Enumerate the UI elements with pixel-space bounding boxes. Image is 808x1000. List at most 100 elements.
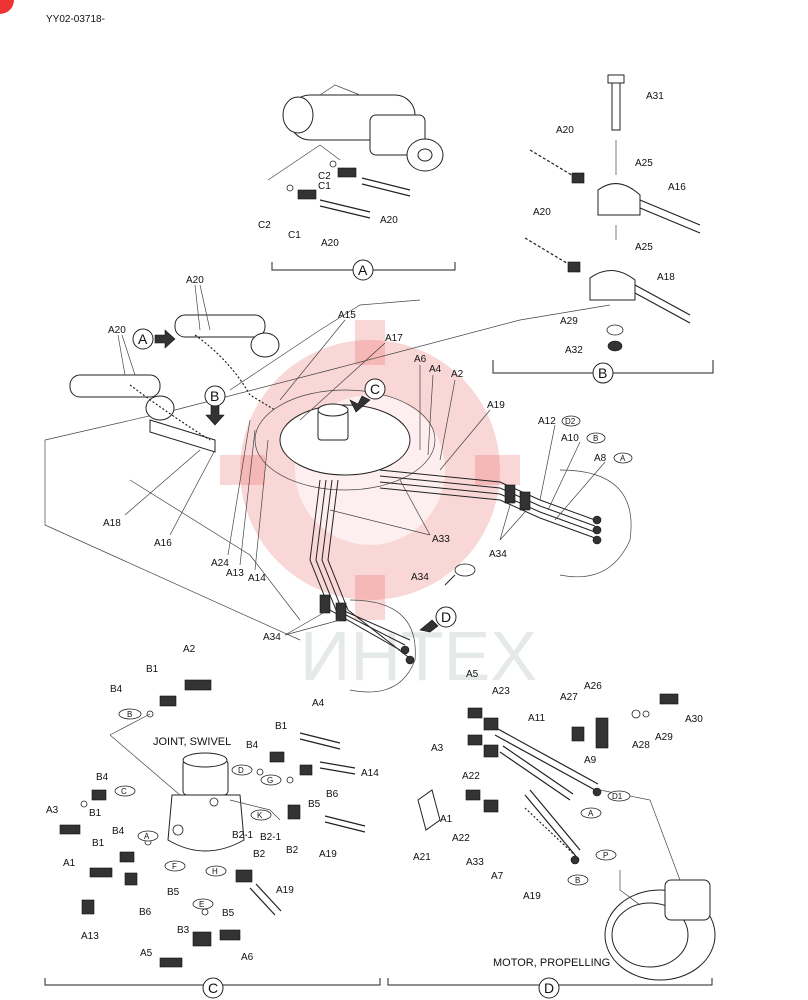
label-a18-main: A18 [103,518,121,529]
main-marker-a: A [138,331,148,347]
label-a4-main: A4 [429,364,442,375]
label-a14-vc: A14 [361,768,379,779]
main-marker-c: C [370,381,380,397]
port-b-main: B [593,434,598,443]
label-a1-vc: A1 [63,858,76,869]
view-b-marker: B [598,365,607,381]
label-a9: A9 [584,755,597,766]
port-f: F [172,862,177,871]
label-a18-vb: A18 [657,272,675,283]
title-joint-swivel: JOINT, SWIVEL [153,736,231,748]
label-c2-top: C2 [318,171,331,182]
label-b2-vc2: B2 [253,849,266,860]
label-b6-vc2: B6 [139,907,152,918]
label-b1-vc3: B1 [89,808,102,819]
label-a5-vd: A5 [466,669,479,680]
label-c2-bottom: C2 [258,220,271,231]
port-g: G [267,776,273,785]
label-a14-main: A14 [248,573,266,584]
label-a30: A30 [685,714,703,725]
label-a17: A17 [385,333,403,344]
label-b5-vc3: B5 [222,908,235,919]
label-a5-vc: A5 [140,948,153,959]
label-a22-vd2: A22 [452,833,470,844]
label-a13-main: A13 [226,568,244,579]
label-a16-vb: A16 [668,182,686,193]
label-a1-vd: A1 [440,814,453,825]
label-a20-vb2: A20 [533,207,551,218]
label-b2-1-vc2: B2-1 [260,832,282,843]
port-d1: D1 [612,792,623,801]
label-a6-main: A6 [414,354,427,365]
label-a19-vc1: A19 [319,849,337,860]
port-p: P [603,851,608,860]
label-a31: A31 [646,91,664,102]
view-a-marker: A [358,262,368,278]
main-assembly [44,284,632,693]
port-e: E [199,900,204,909]
label-a2-vc: A2 [183,644,196,655]
watermark-text: ИНТЕХ [300,617,537,695]
label-b1-vc2: B1 [275,721,288,732]
label-b6-vc1: B6 [326,789,339,800]
label-a19-vd: A19 [523,891,541,902]
label-c1-top: C1 [318,181,331,192]
label-b2-vc1: B2 [286,845,299,856]
label-a24: A24 [211,558,229,569]
label-a4-vc: A4 [312,698,325,709]
port-k: K [257,811,263,820]
label-a19-vc2: A19 [276,885,294,896]
label-b4-vc4: B4 [112,826,125,837]
label-a20-va1: A20 [380,215,398,226]
label-a29-vd: A29 [655,732,673,743]
label-a27: A27 [560,692,578,703]
label-a11: A11 [528,713,545,724]
view-d-marker: D [544,980,554,996]
title-motor-propelling: MOTOR, PROPELLING [493,957,610,969]
view-d-detail [387,693,716,986]
label-a6-vc: A6 [241,952,254,963]
corner-badge [0,0,14,14]
label-a29: A29 [560,316,578,327]
label-a20-main2: A20 [108,325,126,336]
label-c1-bottom: C1 [288,230,301,241]
label-a33-vd: A33 [466,857,484,868]
label-a16-main: A16 [154,538,172,549]
label-a23: A23 [492,686,510,697]
label-a2-main: A2 [451,369,464,380]
label-a8: A8 [594,453,607,464]
label-a10: A10 [561,433,579,444]
port-b-vd: B [575,876,580,885]
port-c: C [121,787,127,796]
main-marker-d: D [441,609,451,625]
port-a-main: A [620,454,626,463]
port-d2: D2 [565,417,576,426]
label-a20-vb1: A20 [556,125,574,136]
view-a-detail [267,84,456,271]
label-a34-main2: A34 [411,572,429,583]
port-d: D [238,766,244,775]
port-a-vc: A [144,832,150,841]
label-a13-vc: A13 [81,931,99,942]
label-a19-main: A19 [487,400,505,411]
label-a34-main1: A34 [489,549,507,560]
label-b3: B3 [177,925,190,936]
main-marker-b: B [210,388,219,404]
label-a15: A15 [338,310,356,321]
label-b4-vc1: B4 [110,684,123,695]
label-a33-main: A33 [432,534,450,545]
label-a7: A7 [491,871,504,882]
label-b4-vc3: B4 [96,772,109,783]
label-b1-vc4: B1 [92,838,105,849]
port-h: H [212,867,218,876]
label-b4-vc2: B4 [246,740,259,751]
port-b-vc: B [127,710,132,719]
label-a21: A21 [413,852,431,863]
label-a12: A12 [538,416,556,427]
label-a20-va2: A20 [321,238,339,249]
label-a32: A32 [565,345,583,356]
label-b2-1-vc1: B2-1 [232,830,254,841]
label-a25-vb2: A25 [635,242,653,253]
label-a3-vd: A3 [431,743,444,754]
